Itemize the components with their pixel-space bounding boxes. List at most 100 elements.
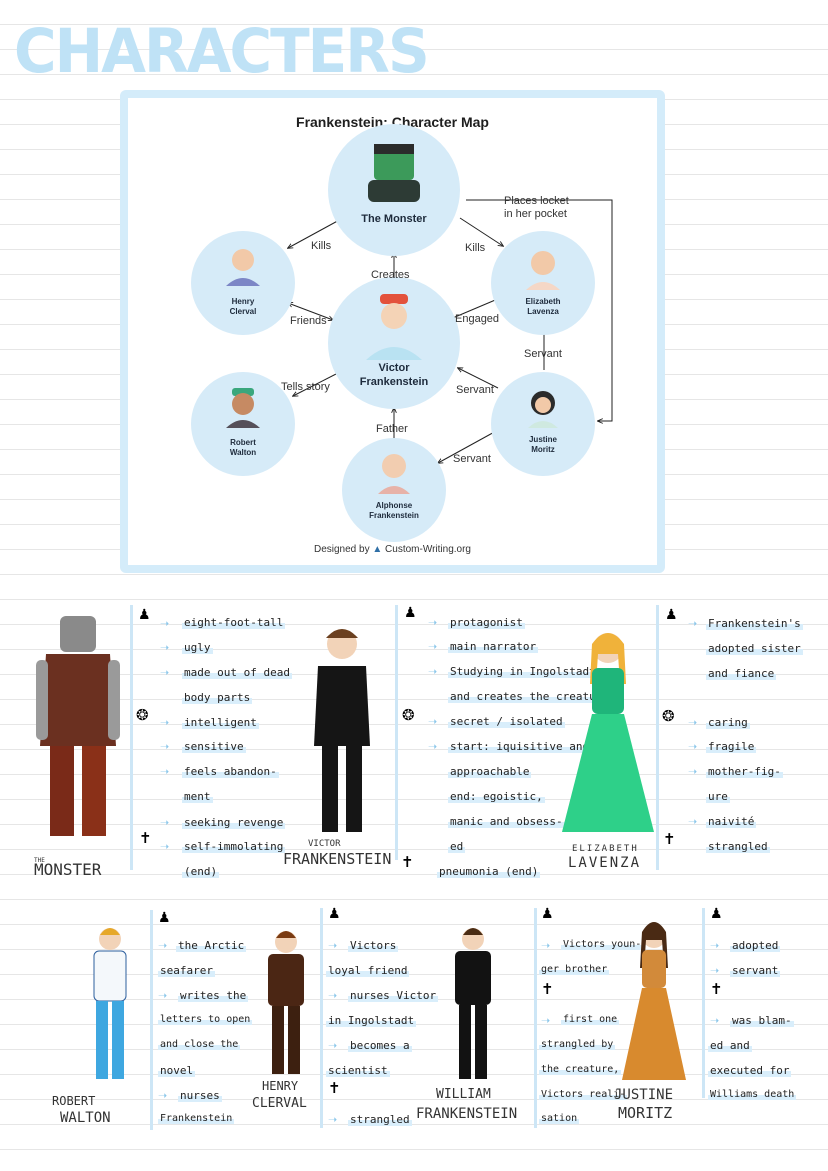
page-title: CHARACTERS: [14, 15, 430, 87]
edge-label-tells-story: Tells story: [281, 381, 330, 393]
william-name-2: FRANKENSTEIN: [416, 1106, 518, 1122]
henry-appearance-4: in Ingolstadt: [326, 1014, 417, 1027]
elizabeth-avatar-icon: [531, 251, 555, 275]
edge-victor-elizabeth: [448, 298, 500, 320]
justine-death-1: was blam-: [730, 1014, 794, 1027]
node-label-elizabeth-2: Lavenza: [527, 307, 559, 316]
monster-trait-4: ment: [182, 790, 213, 803]
node-label-alphonse-1: Alphonse: [376, 501, 413, 510]
arrow-icon: ➝: [710, 939, 720, 952]
character-map: Frankenstein: Character Map: [128, 98, 657, 565]
arrow-icon: ➝: [428, 665, 438, 678]
victor-appearance-3: Studying in Ingolstadt: [448, 665, 598, 678]
monster-name: MONSTER: [34, 860, 102, 879]
victor-trait-6: ed: [448, 840, 466, 853]
user-icon: ♟: [710, 906, 723, 922]
william-appearance-1: Victors youn-: [561, 939, 644, 950]
victor-trait-1: secret / isolated: [448, 715, 565, 728]
victor-appearance-2: main narrator: [448, 640, 539, 653]
henry-appearance-3: nurses Victor: [348, 989, 439, 1002]
node-label-robert-1: Robert: [230, 438, 256, 447]
robert-appearance-4: letters to open: [158, 1014, 253, 1025]
monster-death-1: self-immolating: [182, 840, 286, 853]
divider: [534, 908, 537, 1128]
node-label-justine-2: Moritz: [531, 445, 555, 454]
victor-trait-4: end: egoistic,: [448, 790, 545, 803]
divider: [702, 908, 705, 1098]
arrow-icon: ➝: [160, 641, 170, 654]
divider: [656, 605, 659, 870]
monster-trait-3: feels abandon-: [182, 765, 279, 778]
henry-appearance-6: scientist: [326, 1064, 390, 1077]
henry-appearance-2: loyal friend: [326, 964, 410, 977]
node-robert: Robert Walton: [191, 372, 295, 476]
william-death-3: the creature,: [539, 1064, 622, 1075]
elizabeth-trait-1: caring: [706, 716, 750, 729]
arrow-icon: ➝: [328, 1113, 338, 1126]
monster-death-2: (end): [182, 865, 220, 878]
edge-monster-henry: [288, 217, 344, 248]
arrow-icon: ➝: [688, 740, 698, 753]
edge-victor-robert: [293, 372, 339, 396]
arrow-icon: ➝: [158, 989, 168, 1002]
henry-death-1: strangled: [348, 1113, 412, 1126]
user-icon: ♟: [541, 906, 554, 922]
node-label-alphonse-2: Frankenstein: [369, 511, 419, 520]
victor-trait-2: start: iquisitive and: [448, 740, 592, 753]
william-death-4: Victors reali-: [539, 1089, 628, 1100]
monster-trait-1: intelligent: [182, 716, 259, 729]
edge-label-servant-mid: Servant: [456, 384, 494, 396]
edge-label-engaged: Engaged: [455, 313, 499, 325]
victor-avatar-icon: [380, 294, 408, 304]
victor-death-1: pneumonia (end): [437, 865, 541, 878]
william-figure-drawing: [455, 928, 491, 1079]
monster-appearance-2: ugly: [182, 641, 213, 654]
arrow-icon: ➝: [328, 939, 338, 952]
arrow-icon: ➝: [158, 1089, 168, 1102]
arrow-icon: ➝: [541, 939, 551, 952]
edge-monster-justine-locket: [466, 199, 613, 421]
victor-appearance-4: and creates the creature: [448, 690, 611, 703]
elizabeth-trait-3: mother-fig-: [706, 765, 783, 778]
arrow-icon: ➝: [160, 740, 170, 753]
robert-avatar-icon: [232, 388, 254, 396]
william-appearance-2: ger brother: [539, 964, 610, 975]
robert-appearance-2: seafarer: [158, 964, 215, 977]
arrow-icon: ➝: [541, 1014, 551, 1027]
justine-death-4: Williams death: [708, 1089, 797, 1100]
elizabeth-name-prefix: ELIZABETH: [572, 844, 639, 854]
node-label-victor-1: Victor: [379, 362, 411, 374]
cross-icon: ✝: [401, 853, 414, 871]
elizabeth-appearance-3: and fiance: [706, 667, 777, 680]
node-victor: Victor Frankenstein: [328, 277, 460, 409]
arrow-icon: ➝: [710, 964, 720, 977]
william-death-2: strangled by: [539, 1039, 616, 1050]
divider: [395, 605, 398, 860]
justine-appearance-1: adopted: [730, 939, 781, 952]
elizabeth-death-1: strangled: [706, 840, 770, 853]
edge-label-creates: Creates: [371, 269, 410, 281]
victor-trait-5: manic and obsess-: [448, 815, 565, 828]
credit-logo-icon: ▲: [372, 544, 383, 555]
sun-icon: ❂: [662, 707, 675, 725]
arrow-icon: ➝: [328, 989, 338, 1002]
robert-appearance-1: the Arctic: [176, 939, 247, 952]
monster-name-prefix: THE: [34, 857, 45, 864]
character-map-card: Frankenstein: Character Map: [120, 90, 665, 573]
edge-henry-victor: [288, 303, 333, 320]
user-icon: ♟: [665, 607, 678, 623]
victor-figure-drawing: [314, 629, 370, 832]
henry-appearance-5: becomes a: [348, 1039, 412, 1052]
edge-alphonse-justine: [438, 429, 499, 463]
edge-monster-elizabeth: [459, 217, 503, 246]
edge-label-locket-2: in her pocket: [504, 208, 567, 220]
node-label-elizabeth-1: Elizabeth: [525, 297, 560, 306]
edge-label-kills-left: Kills: [311, 240, 332, 252]
cross-icon: ✝: [541, 980, 554, 998]
justine-figure-drawing: [622, 922, 686, 1080]
victor-trait-3: approachable: [448, 765, 532, 778]
node-label-robert-2: Walton: [230, 448, 256, 457]
monster-appearance-1: eight-foot-tall: [182, 616, 286, 629]
edge-label-father: Father: [376, 423, 408, 435]
arrow-icon: ➝: [158, 939, 168, 952]
